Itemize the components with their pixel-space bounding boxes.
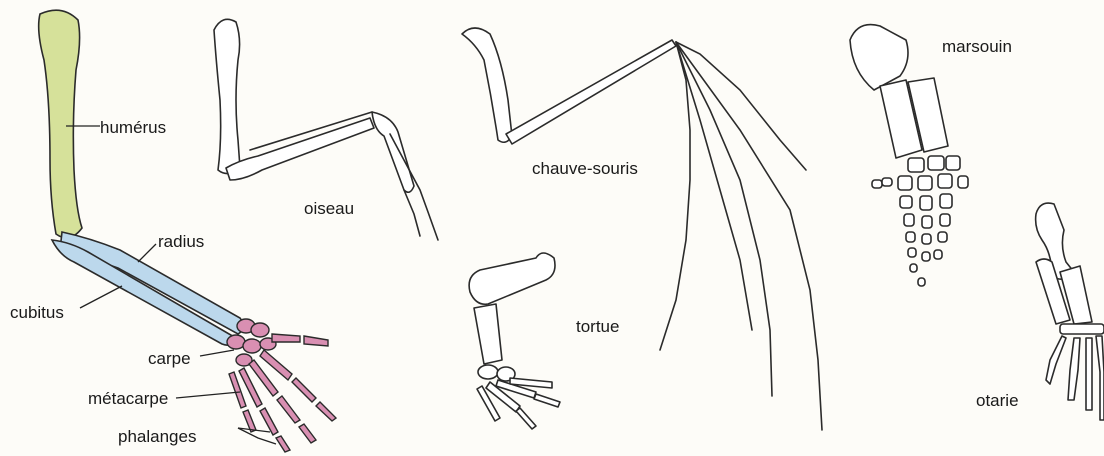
turtle-humerus-bone bbox=[469, 253, 555, 304]
label-oiseau: oiseau bbox=[304, 199, 354, 218]
label-marsouin: marsouin bbox=[942, 37, 1012, 56]
bat-forearm-bone bbox=[506, 40, 676, 144]
turtle-limb bbox=[469, 253, 560, 429]
leader-carpe bbox=[200, 350, 234, 356]
bat-wing bbox=[462, 28, 822, 430]
sea-lion-flipper bbox=[1036, 203, 1104, 420]
label-phalanges: phalanges bbox=[118, 427, 196, 446]
bird-carpometacarpus bbox=[372, 112, 414, 192]
label-humerus: humérus bbox=[100, 118, 166, 137]
turtle-forearm-bone bbox=[474, 304, 502, 364]
leader-radius bbox=[138, 244, 156, 262]
leader-metacarpe bbox=[176, 392, 240, 398]
bat-humerus-bone bbox=[462, 28, 512, 142]
porpoise-digits bbox=[872, 156, 968, 286]
label-otarie: otarie bbox=[976, 391, 1019, 410]
human-radius-bone bbox=[60, 232, 244, 334]
porpoise-flipper bbox=[850, 25, 968, 286]
label-radius: radius bbox=[158, 232, 204, 251]
label-cubitus: cubitus bbox=[10, 303, 64, 322]
human-digits bbox=[229, 334, 336, 452]
label-carpe: carpe bbox=[148, 349, 191, 368]
turtle-hand bbox=[477, 365, 560, 429]
label-tortue: tortue bbox=[576, 317, 619, 336]
sea-lion-digits bbox=[1046, 324, 1104, 420]
bird-humerus-bone bbox=[214, 19, 240, 173]
label-metacarpe: métacarpe bbox=[88, 389, 168, 408]
bird-ulna-bone bbox=[226, 118, 374, 180]
leader-cubitus bbox=[80, 286, 122, 308]
label-chauve-souris: chauve-souris bbox=[532, 159, 638, 178]
porpoise-humerus-bone bbox=[850, 25, 908, 90]
bat-fingers bbox=[660, 42, 822, 430]
human-humerus-bone bbox=[39, 10, 82, 238]
